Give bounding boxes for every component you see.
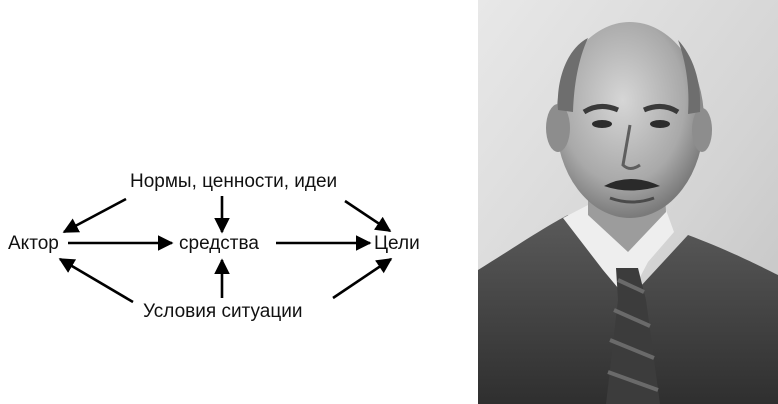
- arrow-conditions-to-actor: [58, 257, 134, 304]
- left-ear: [546, 104, 570, 152]
- portrait-illustration: [478, 0, 778, 404]
- right-ear: [692, 108, 712, 152]
- node-actor: Актор: [8, 233, 59, 254]
- nose: [621, 124, 641, 170]
- necktie: [606, 268, 660, 404]
- head: [556, 22, 704, 218]
- shirt-collar: [563, 205, 674, 300]
- node-goals: Цели: [374, 233, 420, 254]
- right-eye: [650, 120, 670, 128]
- node-conditions: Условия ситуации: [143, 301, 303, 322]
- action-system-diagram: Нормы, ценности, идеи Актор средства Цел…: [8, 171, 420, 322]
- arrow-norms-to-actor: [62, 197, 127, 234]
- node-norms: Нормы, ценности, идеи: [130, 171, 338, 192]
- mouth: [609, 196, 655, 204]
- node-means: средства: [179, 233, 259, 254]
- mustache: [604, 179, 660, 191]
- portrait-photo: [478, 0, 778, 404]
- diagram-arrows: [58, 196, 393, 304]
- arrow-conditions-to-goals: [332, 257, 393, 300]
- arrow-norms-to-goals: [344, 199, 392, 233]
- left-eye: [592, 120, 612, 128]
